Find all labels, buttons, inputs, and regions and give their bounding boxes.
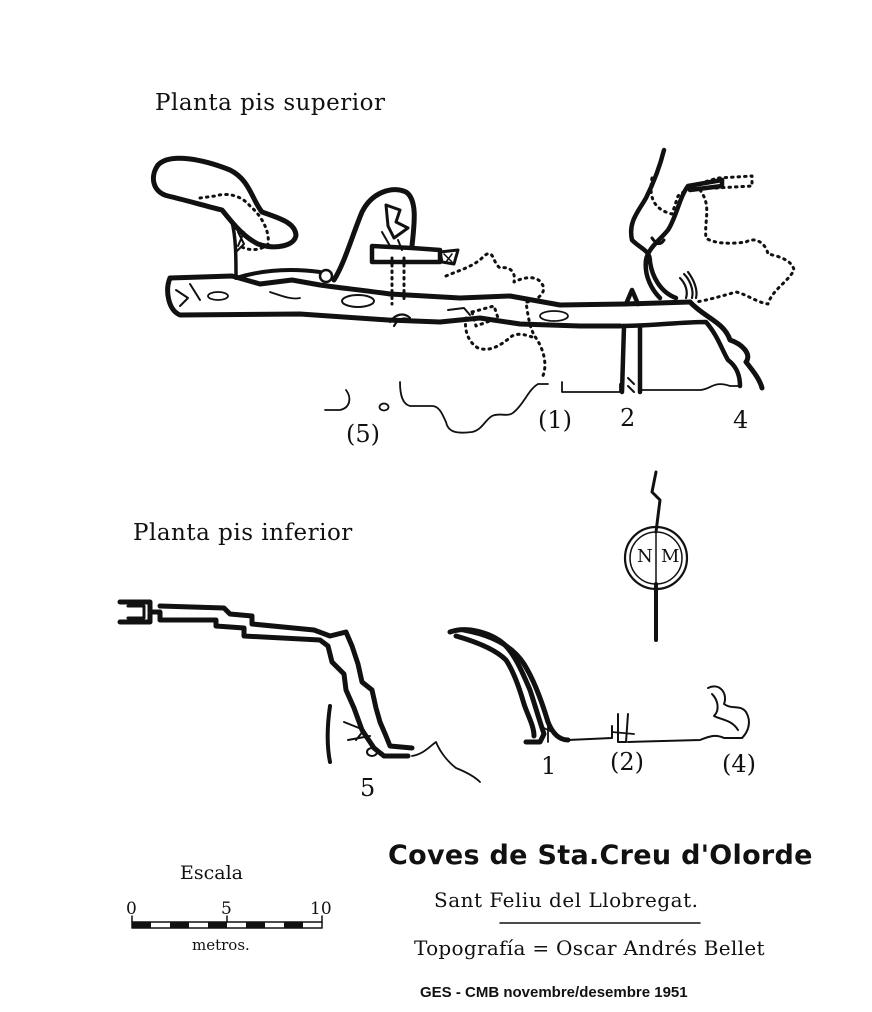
lower-entrance-label: 5 — [360, 774, 376, 802]
survey-credit: Topografía = Oscar Andrés Bellet — [414, 936, 765, 960]
upper-entrance-label: 4 — [733, 406, 749, 434]
upper-entrances-outline — [324, 381, 741, 434]
scale-tick-label: 5 — [221, 899, 232, 919]
scale-bar-graphic — [131, 915, 323, 929]
scale-title: Escala — [180, 862, 243, 884]
scale-tick-label: 10 — [310, 899, 332, 919]
lower-entrance-label: 1 — [541, 752, 557, 780]
map-location: Sant Feliu del Llobregat. — [434, 888, 699, 912]
lower-entrance-label: (4) — [722, 750, 756, 778]
upper-level-plan — [150, 147, 796, 395]
compass-rose — [623, 470, 689, 642]
scale-tick-label: 0 — [126, 899, 137, 919]
upper-entrance-label: (1) — [538, 406, 572, 434]
compass-label-m: M — [661, 546, 680, 567]
lower-plan-title: Planta pis inferior — [133, 520, 353, 546]
upper-entrance-label: 2 — [620, 404, 636, 432]
compass-label-n: N — [637, 546, 653, 567]
scale-unit: metros. — [192, 936, 250, 954]
lower-entrance-label: (2) — [610, 748, 644, 776]
upper-plan-title: Planta pis superior — [155, 90, 386, 116]
upper-entrance-label: (5) — [346, 420, 380, 448]
lower-level-plan — [117, 599, 750, 783]
map-title: Coves de Sta.Creu d'Olorde — [388, 840, 813, 871]
group-credit: GES - CMB novembre/desembre 1951 — [420, 984, 688, 1001]
